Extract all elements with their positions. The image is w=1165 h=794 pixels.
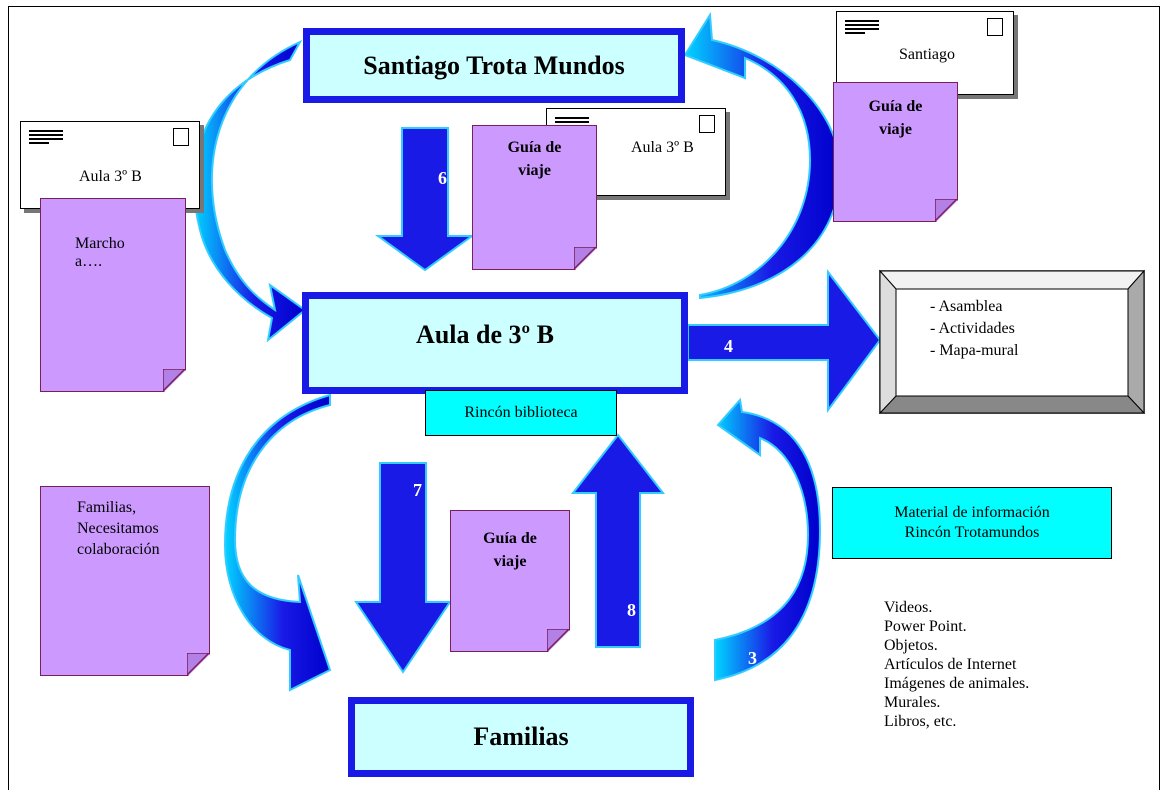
note-familias: Familias, Necesitamos colaboración (40, 486, 210, 676)
familias-label: Familias (473, 722, 569, 751)
resources-list: Videos. Power Point. Objetos. Artículos … (884, 598, 1029, 731)
straight-arrow-8 (570, 433, 666, 648)
material-box: Material de información Rincón Trotamund… (832, 487, 1112, 559)
stamp-icon (173, 128, 189, 146)
activities-board (878, 269, 1146, 415)
arrow-number-4: 4 (724, 336, 733, 356)
activity-item: - Mapa-mural (930, 342, 1019, 359)
note-guia-bottom-line1: Guía de (483, 530, 537, 547)
stamp-icon (699, 115, 715, 133)
resource-item: Libros, etc. (884, 713, 957, 730)
curved-arrow-5 (683, 11, 842, 300)
straight-arrow-7 (354, 462, 452, 674)
material-label-line1: Material de información (894, 504, 1050, 521)
santiago-box: Santiago Trota Mundos (303, 28, 685, 103)
activity-item: - Asamblea (930, 298, 1003, 315)
note-familias-line3: colaboración (77, 541, 160, 558)
resource-item: Power Point. (884, 618, 967, 635)
envelope-right: Santiago (836, 11, 1014, 95)
curved-arrow-2 (223, 393, 332, 692)
arrow-number-1: 1 (290, 72, 299, 92)
aula-label: Aula de 3º B (416, 320, 554, 349)
folded-corner-icon (547, 629, 569, 651)
resource-item: Imágenes de animales. (884, 675, 1030, 692)
straight-arrow-6 (374, 127, 476, 272)
arrow-number-8: 8 (627, 600, 636, 620)
note-guia-bottom-line2: viaje (493, 553, 527, 570)
straight-arrow-4 (687, 269, 882, 414)
note-guia-middle: Guía de viaje (472, 125, 597, 270)
resource-item: Murales. (884, 694, 941, 711)
activities-list: - Asamblea - Actividades - Mapa-mural (930, 296, 1018, 362)
arrow-number-5: 5 (724, 262, 733, 282)
note-guia-right: Guía de viaje (833, 82, 958, 222)
resource-item: Artículos de Internet (884, 656, 1017, 673)
note-familias-line2: Necesitamos (77, 520, 159, 537)
note-guia-right-line1: Guía de (868, 98, 923, 115)
arrow-number-2: 2 (316, 428, 325, 448)
rincon-biblioteca-label: Rincón biblioteca (464, 404, 578, 421)
folded-corner-icon (574, 247, 596, 269)
envelope-right-label: Santiago (899, 46, 955, 63)
stamp-icon (987, 18, 1003, 36)
resource-item: Objetos. (884, 637, 938, 654)
arrow-number-6: 6 (438, 168, 447, 188)
resource-item: Videos. (884, 599, 933, 616)
rincon-biblioteca-box: Rincón biblioteca (425, 390, 617, 436)
note-marcho-line1: Marcho (75, 235, 125, 252)
address-lines-icon (845, 20, 879, 36)
note-guia-middle-line1: Guía de (507, 139, 562, 156)
arrow-number-7: 7 (413, 480, 422, 500)
note-marcho: Marcho a…. (40, 198, 186, 392)
address-lines-icon (29, 130, 63, 146)
note-guia-right-line2: viaje (879, 121, 912, 138)
note-familias-line1: Familias, (77, 499, 137, 516)
activity-item: - Actividades (930, 320, 1015, 337)
diagram-frame (8, 6, 1160, 790)
aula-box: Aula de 3º B (302, 292, 688, 394)
curved-arrow-3 (714, 397, 822, 682)
santiago-label: Santiago Trota Mundos (363, 50, 625, 80)
envelope-middle-label: Aula 3º B (631, 139, 694, 156)
folded-corner-icon (163, 369, 185, 391)
arrow-number-3: 3 (748, 648, 757, 668)
curved-arrow-1 (193, 39, 307, 343)
folded-corner-icon (187, 653, 209, 675)
folded-corner-icon (935, 199, 957, 221)
note-marcho-line2: a…. (75, 253, 103, 270)
note-guia-bottom: Guía de viaje (450, 510, 570, 652)
familias-box: Familias (348, 697, 694, 777)
note-guia-middle-line2: viaje (518, 162, 551, 179)
material-label-line2: Rincón Trotamundos (904, 524, 1040, 541)
envelope-left-label: Aula 3º B (79, 168, 142, 185)
envelope-left: Aula 3º B (20, 121, 200, 209)
